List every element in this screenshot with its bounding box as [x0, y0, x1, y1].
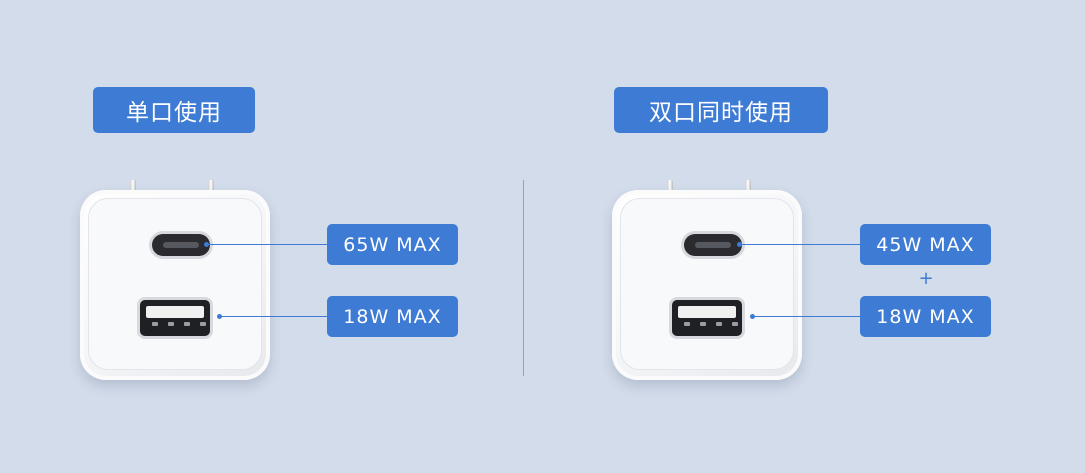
usb-a-port-icon	[672, 300, 742, 336]
usb-a-power-label: 18W MAX	[860, 296, 991, 337]
usb-c-connector-line	[740, 244, 860, 245]
charger-image-single	[80, 180, 270, 380]
dual-port-title: 双口同时使用	[614, 87, 828, 133]
connector-dot	[737, 242, 742, 247]
charger-prong	[667, 180, 673, 191]
usb-c-power-label: 45W MAX	[860, 224, 991, 265]
connector-dot	[204, 242, 209, 247]
usb-c-connector-line	[207, 244, 327, 245]
charger-prong	[130, 180, 136, 191]
usb-a-connector-line	[220, 316, 327, 317]
panel-divider	[523, 180, 524, 376]
usb-c-power-label: 65W MAX	[327, 224, 458, 265]
usb-c-port-icon	[152, 234, 210, 256]
usb-a-port-icon	[140, 300, 210, 336]
plus-sign: +	[918, 268, 934, 289]
charger-face	[88, 198, 262, 370]
usb-a-connector-line	[753, 316, 860, 317]
connector-dot	[217, 314, 222, 319]
charger-prong	[208, 180, 214, 191]
connector-dot	[750, 314, 755, 319]
usb-c-port-icon	[684, 234, 742, 256]
charger-prong	[745, 180, 751, 191]
charger-face	[620, 198, 794, 370]
charger-body	[80, 190, 270, 380]
charger-image-dual	[612, 180, 802, 380]
usb-a-power-label: 18W MAX	[327, 296, 458, 337]
single-port-title: 单口使用	[93, 87, 255, 133]
charger-body	[612, 190, 802, 380]
